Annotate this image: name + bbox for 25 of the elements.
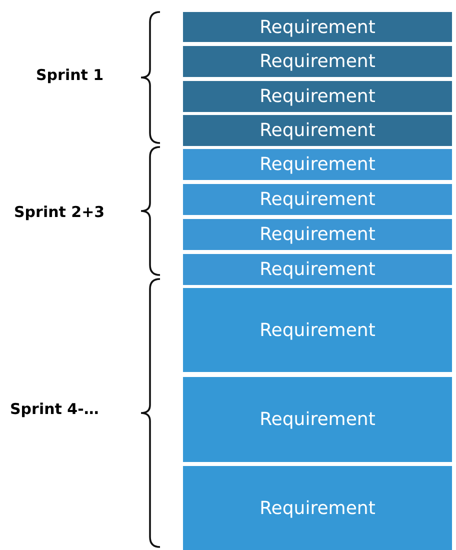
requirement-label: Requirement xyxy=(260,409,376,430)
requirement-label: Requirement xyxy=(260,51,376,72)
requirement-bar xyxy=(183,466,452,550)
requirement-bar xyxy=(183,115,452,146)
requirement-bar xyxy=(183,184,452,215)
requirement-label: Requirement xyxy=(260,189,376,210)
sprint-label: Sprint 2+3 xyxy=(14,203,105,221)
requirement-label: Requirement xyxy=(260,120,376,141)
requirement-label: Requirement xyxy=(260,154,376,175)
requirement-bar xyxy=(183,254,452,285)
requirement-bar xyxy=(183,219,452,250)
requirement-label: Requirement xyxy=(260,320,376,340)
requirement-bar xyxy=(183,288,452,372)
requirement-label: Requirement xyxy=(260,259,376,280)
requirement-label: Requirement xyxy=(260,16,376,38)
sprint-label: Sprint 4-… xyxy=(10,400,99,418)
requirement-label: Requirement xyxy=(260,86,376,107)
requirement-bar xyxy=(183,81,452,112)
requirement-bar xyxy=(183,46,452,77)
requirement-bar xyxy=(183,377,452,462)
requirement-label: Requirement xyxy=(260,224,376,245)
sprint-label: Sprint 1 xyxy=(36,66,104,84)
requirement-label: Requirement xyxy=(260,498,376,518)
requirement-bar xyxy=(183,12,452,42)
requirement-bar xyxy=(183,149,452,180)
